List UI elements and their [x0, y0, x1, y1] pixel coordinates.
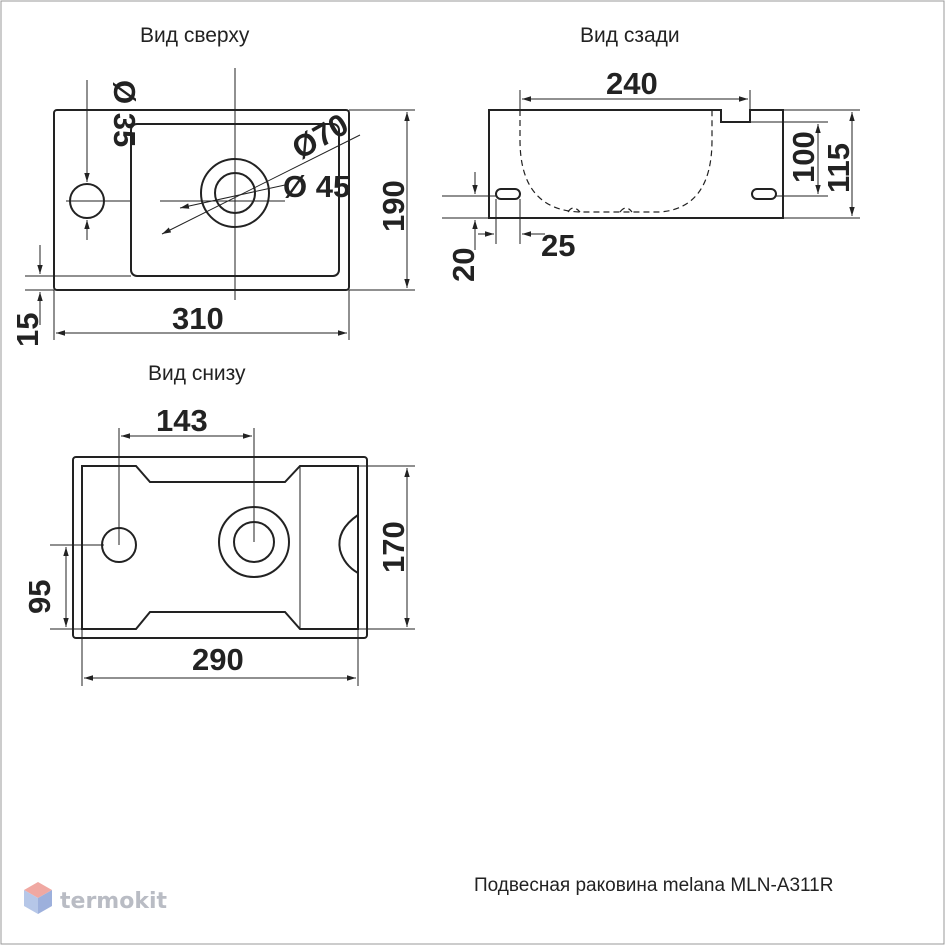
mount-slot-right: [751, 188, 777, 200]
product-caption: Подвесная раковина melana MLN-A311R: [474, 875, 833, 896]
hexagon-cube-logo: [24, 882, 52, 914]
dim-drain: Ø 45: [283, 169, 350, 204]
dim-base: 20: [446, 248, 481, 282]
dim-width: 310: [172, 301, 224, 336]
bottom-view-title: Вид снизу: [148, 362, 246, 385]
dim-offset: 15: [10, 313, 45, 347]
dim-total-height: 115: [821, 143, 856, 193]
dim-depth: 170: [376, 521, 411, 573]
drain-inner: [214, 172, 256, 214]
bottom-view-notch: [338, 514, 359, 574]
back-view: Вид сзади 240 100 115 20 25: [442, 24, 860, 282]
back-view-hidden-bowl: [519, 110, 713, 213]
bowl-diameter-leader: [161, 134, 361, 235]
dim-bowl-outer: Ø70: [286, 106, 354, 166]
drain-diameter-leader: [179, 184, 286, 209]
top-view: Вид сверху Ø 35 Ø70 Ø 45 190 15: [10, 24, 415, 347]
dim-mount-height: 100: [786, 131, 821, 183]
back-view-outline: [488, 109, 784, 219]
brand-name: termokit: [60, 889, 167, 914]
dim-height: 190: [376, 180, 411, 232]
dim-faucet-hole: Ø 35: [107, 80, 142, 147]
dim-bottom-width: 290: [192, 642, 244, 677]
top-view-title: Вид сверху: [140, 24, 250, 47]
back-view-hidden-drain: [567, 207, 633, 213]
drain-outer: [200, 158, 270, 228]
dim-slot: 25: [541, 228, 575, 263]
dim-mount-span: 240: [606, 66, 658, 101]
mount-slot-left: [495, 188, 521, 200]
brand-logo: termokit: [24, 882, 167, 914]
top-view-outer-rim: [53, 109, 350, 291]
back-view-title: Вид сзади: [580, 24, 680, 47]
dim-hole-offset: 95: [22, 580, 57, 614]
dim-hole-spacing: 143: [156, 403, 208, 438]
bottom-view-outer: [72, 456, 368, 639]
bottom-view: Вид снизу 143 170 95 290: [22, 362, 415, 686]
